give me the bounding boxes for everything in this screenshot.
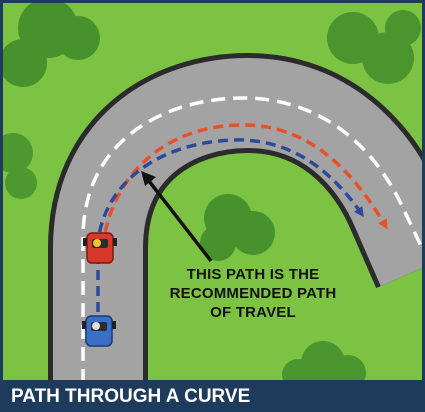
blue-car-icon <box>82 316 116 346</box>
road-diagram <box>3 3 422 380</box>
caption-title: PATH THROUGH A CURVE <box>11 387 250 407</box>
callout-line-2: RECOMMENDED PATH <box>153 284 353 303</box>
caption-bar: PATH THROUGH A CURVE <box>3 380 422 412</box>
red-car-icon <box>83 233 117 263</box>
callout-label: THIS PATH IS THE RECOMMENDED PATH OF TRA… <box>153 265 353 322</box>
road-illustration <box>3 3 422 380</box>
callout-line-1: THIS PATH IS THE <box>153 265 353 284</box>
callout-line-3: OF TRAVEL <box>153 303 353 322</box>
